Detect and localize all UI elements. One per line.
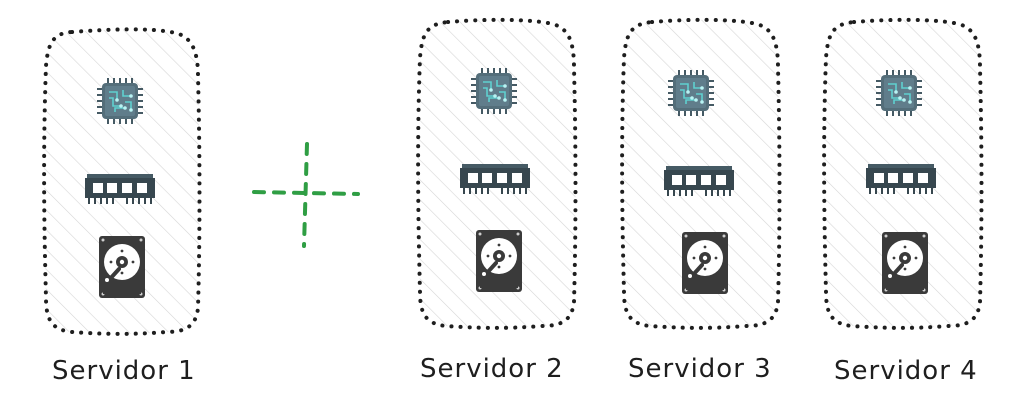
ram-icon <box>460 164 530 194</box>
server-3 <box>618 16 784 332</box>
hdd-icon <box>682 232 728 294</box>
cpu-icon <box>875 69 923 117</box>
server-1 <box>40 26 202 336</box>
hdd-icon <box>882 232 928 294</box>
cpu-icon <box>96 77 144 125</box>
hdd-icon <box>99 236 145 298</box>
ram-icon <box>866 164 936 194</box>
cpu-icon <box>470 67 518 115</box>
server-2 <box>414 16 580 332</box>
ram-icon <box>85 174 155 204</box>
server-3-label: Servidor 3 <box>628 354 772 384</box>
server-2-label: Servidor 2 <box>420 354 564 384</box>
hdd-icon <box>476 230 522 292</box>
server-1-label: Servidor 1 <box>52 356 196 386</box>
server-4 <box>820 16 986 332</box>
plus-icon <box>252 142 360 248</box>
ram-icon <box>664 166 734 196</box>
cpu-icon <box>667 69 715 117</box>
server-4-label: Servidor 4 <box>834 356 978 386</box>
